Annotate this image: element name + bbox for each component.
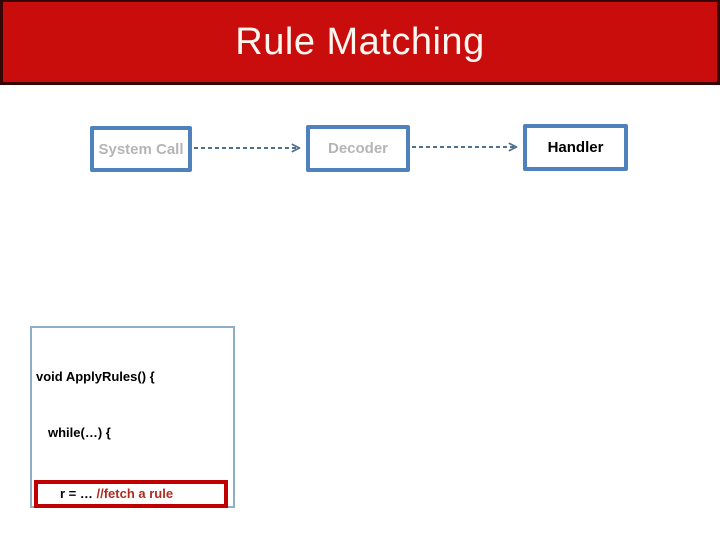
code-box: void ApplyRules() { while(…) { r = … //f… — [30, 326, 235, 508]
code-comment: //fetch a rule — [96, 485, 174, 501]
title-banner: Rule Matching — [0, 0, 720, 85]
flow-box-label-decoder: Decoder — [327, 140, 389, 157]
code-line: while(…) { — [32, 424, 233, 443]
code-text: while(…) { — [48, 424, 111, 440]
slide-title: Rule Matching — [235, 20, 485, 63]
code-line-highlighted: r = … //fetch a rule — [38, 485, 173, 504]
flow-box-decoder: Decoder — [306, 125, 410, 172]
code-text: void ApplyRules() { — [36, 369, 155, 384]
code-line: void ApplyRules() { — [32, 368, 233, 387]
code-text: r = … — [60, 485, 97, 501]
code-line-highlight-box: r = … //fetch a rule — [34, 480, 228, 508]
flow-box-handler: Handler — [523, 124, 628, 171]
flow-box-label-system-call: System Call — [98, 140, 184, 158]
flow-box-label-handler: Handler — [547, 139, 604, 156]
flow-box-system-call: System Call — [90, 126, 192, 172]
